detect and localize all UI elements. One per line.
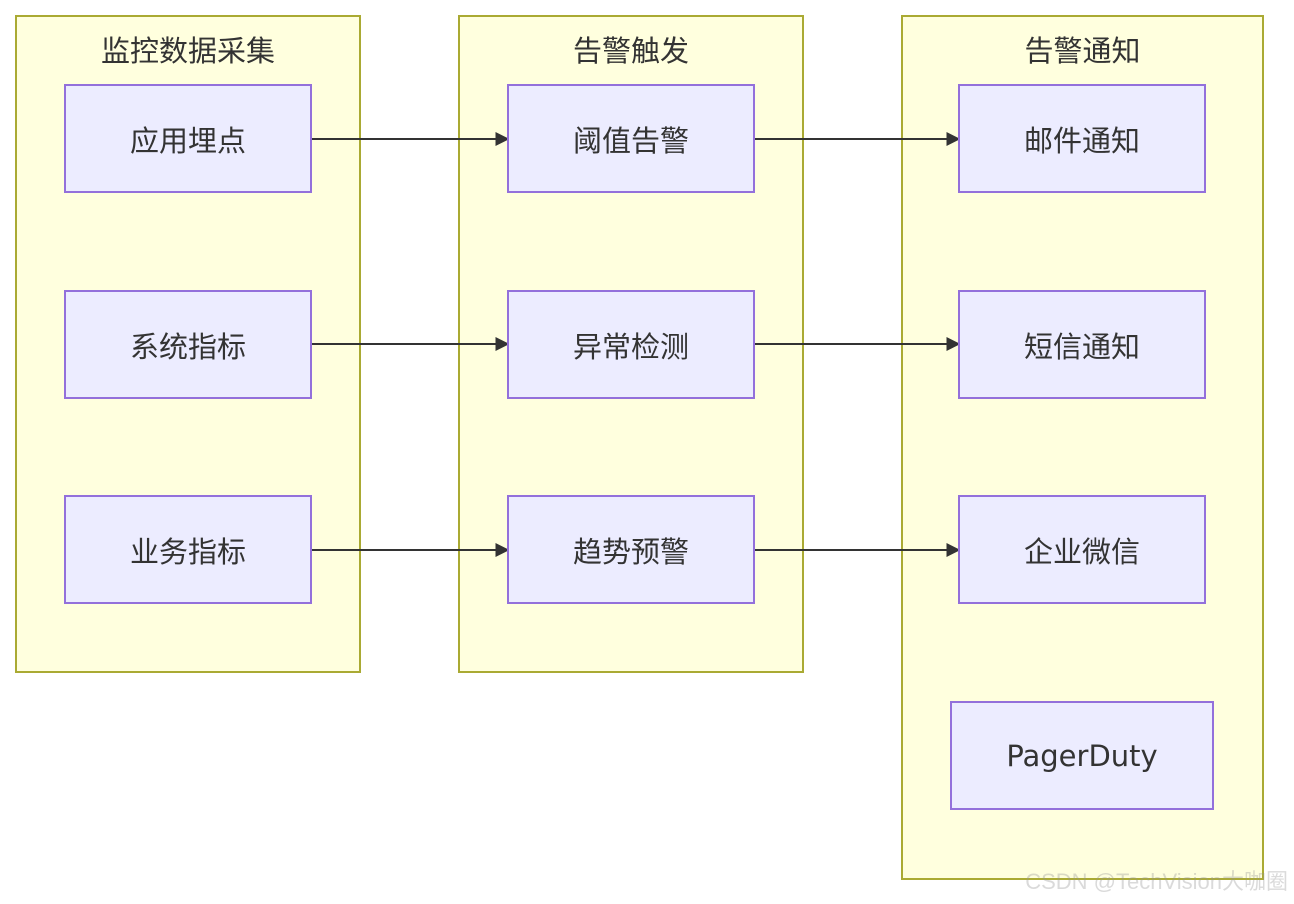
node-pagerduty: PagerDuty [950, 701, 1214, 810]
cluster-title-notify: 告警通知 [1024, 34, 1141, 68]
node-app-tracing: 应用埋点 [64, 84, 312, 193]
node-threshold-alert: 阈值告警 [507, 84, 755, 193]
node-system-metrics: 系统指标 [64, 290, 312, 399]
cluster-title-trigger: 告警触发 [572, 34, 689, 68]
node-sms-notify: 短信通知 [958, 290, 1206, 399]
node-anomaly-detection: 异常检测 [507, 290, 755, 399]
node-wecom: 企业微信 [958, 495, 1206, 604]
cluster-title-collect: 监控数据采集 [100, 34, 275, 68]
node-trend-warning: 趋势预警 [507, 495, 755, 604]
watermark-text: CSDN @TechVision大咖圈 [1025, 869, 1288, 894]
node-email-notify: 邮件通知 [958, 84, 1206, 193]
node-business-metrics: 业务指标 [64, 495, 312, 604]
